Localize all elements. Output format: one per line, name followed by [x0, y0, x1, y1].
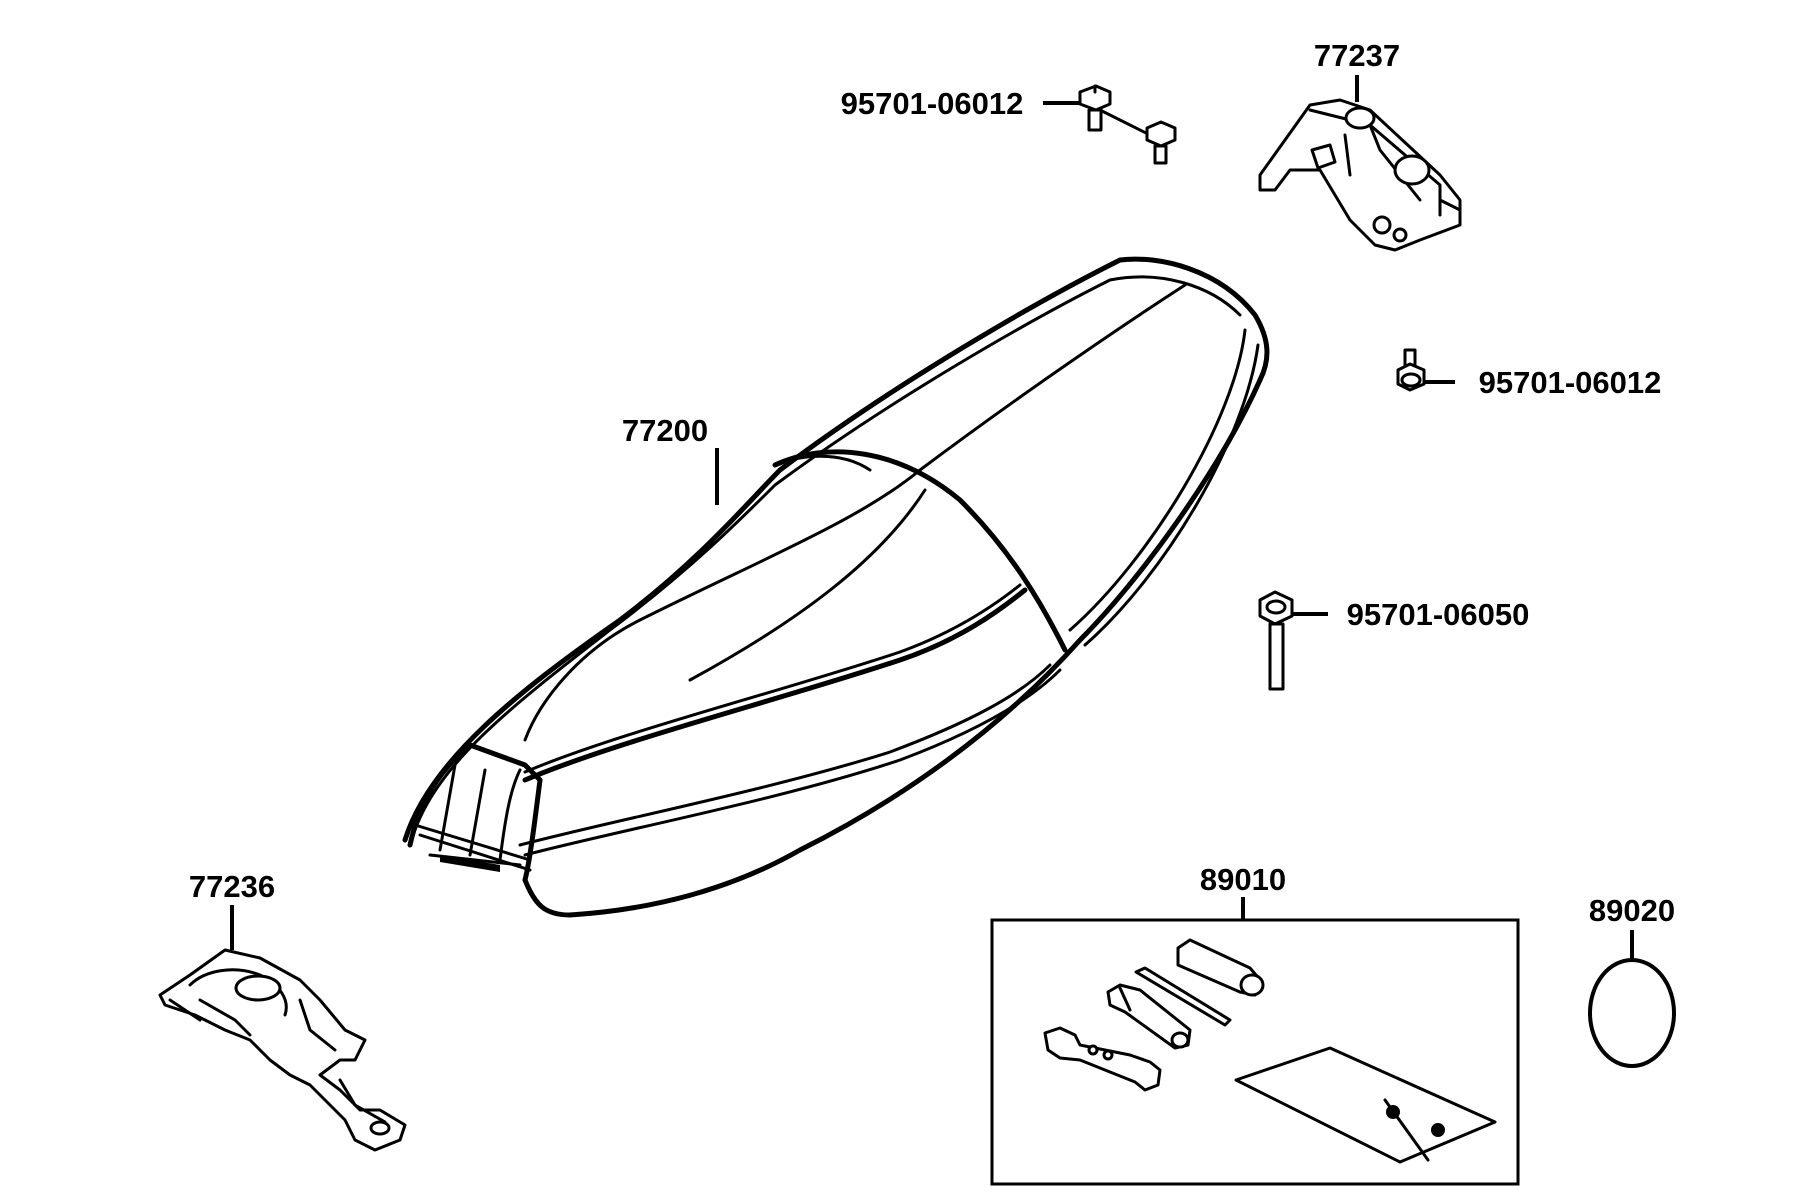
seat-icon[interactable]: [402, 256, 1270, 918]
tool-kit-icon[interactable]: [990, 918, 1520, 1186]
hinge-icon[interactable]: [158, 948, 407, 1152]
ring-icon[interactable]: [1588, 930, 1676, 1068]
part-number-bolt-long: 95701-06050: [1347, 597, 1530, 632]
bolt-icon[interactable]: [1258, 590, 1328, 691]
bolt-icon[interactable]: [1043, 84, 1177, 165]
part-number-bolt-right: 95701-06012: [1479, 365, 1662, 400]
part-number-bracket: 77237: [1314, 38, 1400, 73]
part-number-ring: 89020: [1589, 893, 1675, 928]
bolt-icon[interactable]: [1396, 348, 1455, 392]
part-number-bolt-top: 95701-06012: [841, 86, 1024, 121]
part-number-tool-kit: 89010: [1200, 862, 1286, 897]
part-number-hinge: 77236: [189, 869, 275, 904]
bracket-icon[interactable]: [1258, 98, 1462, 252]
part-number-seat: 77200: [622, 413, 708, 448]
